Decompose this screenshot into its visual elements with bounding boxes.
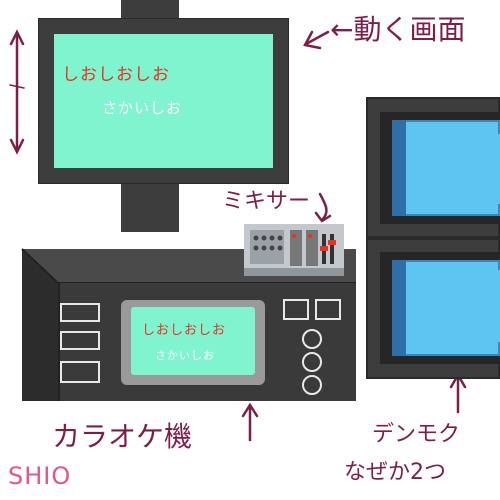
karaoke-slot-2 (60, 331, 100, 350)
karaoke-slot-3 (60, 361, 100, 383)
moving-screen: しおしおしお さかいしお (54, 34, 273, 168)
karaoke-screen: しおしおしお さかいしお (131, 307, 255, 375)
karaoke-button-right (315, 299, 341, 320)
karaoke-knob-3 (302, 375, 322, 395)
karaoke-knob-2 (302, 352, 322, 372)
karaoke-lyric-sung-1: しお (142, 323, 171, 338)
lyric-sung-2: しお (98, 65, 134, 85)
karaoke-screen-lyric-line1: しおしおしお (142, 319, 226, 338)
mixer-arrow-icon (318, 192, 328, 222)
denmoku-label-line2: なぜか2つ (344, 460, 446, 485)
moving-screen-lyric-line1: しおしおしお (62, 60, 170, 85)
karaoke-knob-1 (302, 329, 322, 349)
screen-mount-bottom (121, 184, 179, 232)
denmoku-label-line1: デンモク (372, 422, 461, 447)
moving-screen-arrow-icon (303, 30, 330, 50)
denmoku-arrow-icon (449, 372, 467, 414)
denmoku-upper-edge (392, 120, 406, 216)
lyric-sung-3: しお (134, 65, 170, 85)
karaoke-slot-1 (60, 303, 100, 322)
denmoku-lower-edge (392, 260, 406, 356)
karaoke-button-left (283, 299, 309, 320)
karaoke-screen-lyric-line2: さかいしお (155, 349, 215, 362)
mixer-side (244, 268, 344, 276)
mixer-label: ミキサー (222, 189, 311, 214)
denmoku-upper-display (407, 134, 500, 204)
up-down-arrow-icon (9, 29, 25, 155)
karaoke-lyric-sung-3: しお (198, 323, 227, 338)
mixer-controls (250, 230, 336, 266)
moving-screen-lyric-line2: さかいしお (102, 99, 183, 117)
lyric-sung-1: しお (62, 65, 98, 85)
karaoke-lyric-sung-2: しお (170, 323, 199, 338)
moving-screen-label: ←動く画面 (330, 13, 466, 46)
karaoke-machine-label: カラオケ機 (52, 420, 193, 453)
mixer-arrow-head-icon (314, 211, 332, 223)
karaoke-side-panel (22, 249, 58, 401)
denmoku-lower-display (407, 270, 500, 342)
karaoke-arrow-icon (241, 402, 259, 442)
mixer (244, 224, 344, 272)
screen-mount-top (121, 0, 179, 18)
artist-signature: SHIO (8, 462, 72, 490)
